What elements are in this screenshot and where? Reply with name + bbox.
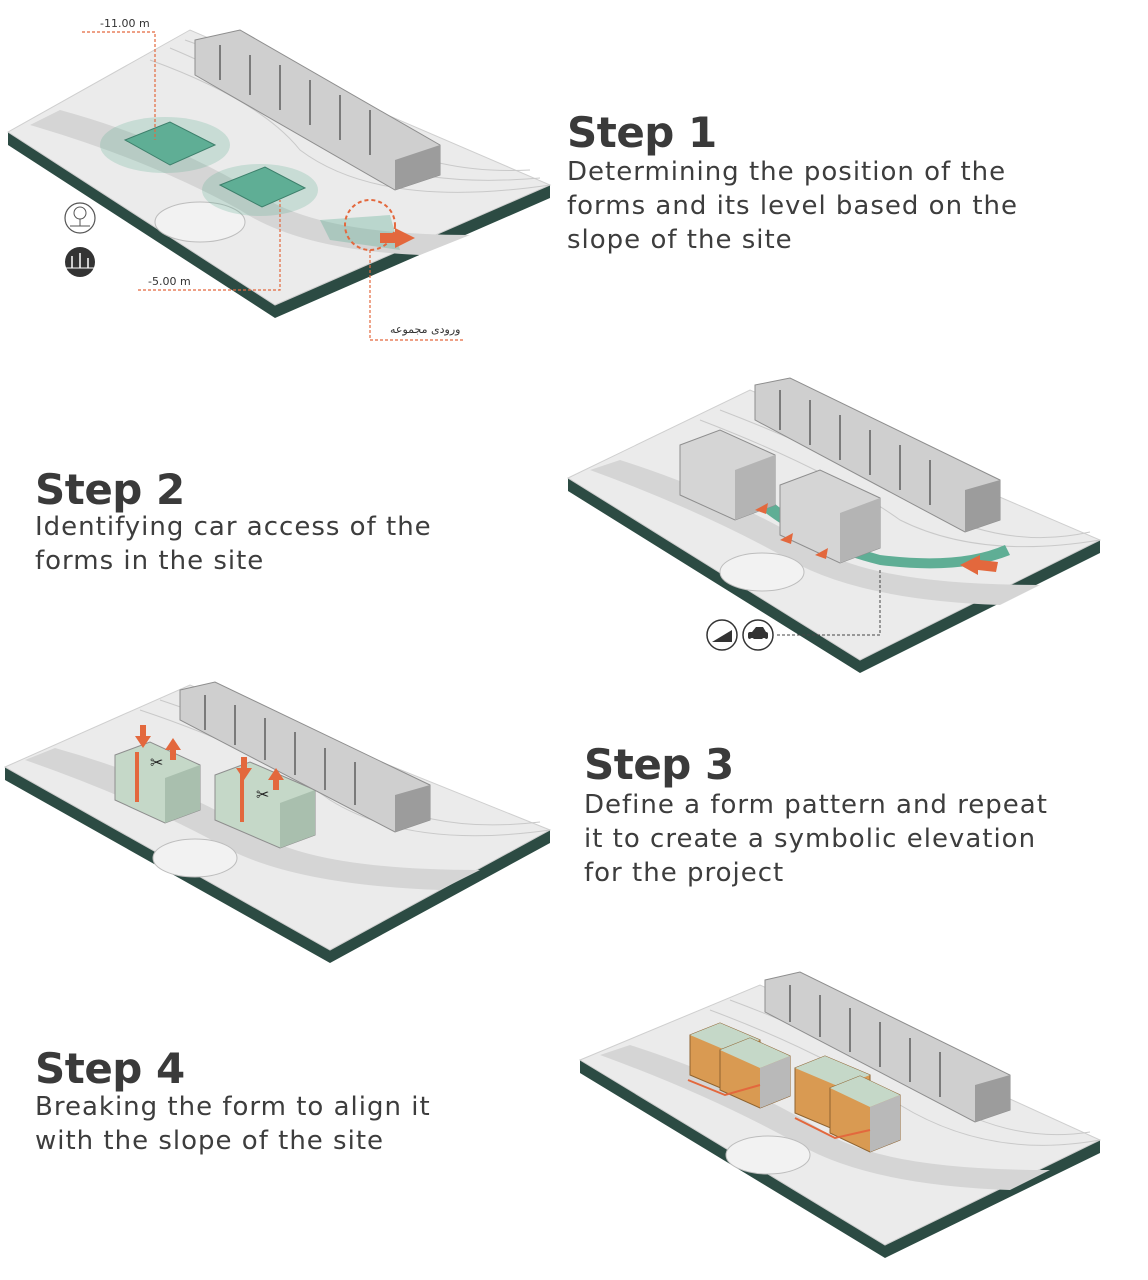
- step1-title: Step 1: [567, 108, 717, 157]
- step2-panel: Step 2 Identifying car access of the for…: [0, 360, 1148, 680]
- car-icon: [742, 619, 774, 651]
- roundabout: [152, 838, 238, 878]
- up-arrow-2: [268, 768, 284, 790]
- scissors-icon: ✂: [150, 753, 163, 772]
- form-block-2: [779, 469, 881, 564]
- access-arrow-2: [780, 533, 793, 544]
- level-top-label: -11.00 m: [100, 17, 150, 30]
- down-arrow-1: [135, 725, 151, 748]
- alignment-arrows-1: [687, 1079, 761, 1097]
- form-pad-2: [218, 166, 307, 208]
- step3-title: Step 3: [584, 740, 734, 789]
- alignment-arrows-2: [794, 1117, 871, 1140]
- form-pad-1: [123, 121, 217, 166]
- step2-desc-line-2: forms in the site: [35, 546, 265, 576]
- step3-desc-line-1: Define a form pattern and repeat: [584, 790, 1048, 820]
- existing-buildings: [179, 681, 431, 833]
- forest-icon: [65, 247, 95, 277]
- step3-site-model: ✂ ✂: [3, 681, 552, 963]
- site-slab: [5, 767, 550, 963]
- tree-icon: [64, 202, 96, 234]
- form-block-1: [679, 429, 776, 521]
- pattern-block-1: [114, 741, 201, 824]
- step4-title: Step 4: [35, 1044, 185, 1093]
- site-slab: [580, 1060, 1100, 1258]
- step1-panel: -11.00 m -5.00 m ورودی مجموعه Step 1 Det…: [0, 0, 1148, 350]
- slope-icon: [706, 619, 738, 651]
- step2-site-model: [566, 377, 1102, 673]
- down-arrow-2: [236, 757, 252, 780]
- step3-desc-line-3: for the project: [584, 858, 785, 888]
- scissors-icon: ✂: [256, 785, 269, 804]
- roundabout: [154, 201, 246, 243]
- entrance-label: ورودی مجموعه: [390, 323, 460, 336]
- step1-desc-line-2: forms and its level based on the: [567, 191, 1018, 221]
- access-arrow-1: [755, 503, 768, 514]
- step1-desc-line-1: Determining the position of the: [567, 157, 1007, 187]
- step1-desc-line-3: slope of the site: [567, 225, 793, 255]
- step4-site-model: [578, 971, 1102, 1258]
- roundabout: [725, 1135, 811, 1175]
- roundabout: [719, 552, 805, 592]
- pattern-block-2: [214, 761, 316, 849]
- step4-panel: Step 4 Breaking the form to align it wit…: [0, 960, 1148, 1280]
- step2-desc-line-1: Identifying car access of the: [35, 512, 432, 542]
- step4-desc-line-2: with the slope of the site: [35, 1126, 385, 1156]
- access-arrow-3: [815, 548, 828, 559]
- step1-site-model: -11.00 m -5.00 m ورودی مجموعه: [7, 17, 552, 341]
- entrance-arrow: [380, 228, 415, 248]
- access-arrow-main: [960, 555, 998, 575]
- step4-desc-line-1: Breaking the form to align it: [35, 1092, 431, 1122]
- level-bottom-label: -5.00 m: [148, 275, 191, 288]
- step3-panel: ✂ ✂ Step 3 Define a form pattern and rep…: [0, 670, 1148, 970]
- existing-buildings: [754, 377, 1001, 533]
- up-arrow-1: [165, 738, 181, 760]
- existing-buildings: [764, 971, 1011, 1123]
- step2-title: Step 2: [35, 465, 185, 514]
- broken-form-2: [794, 1055, 901, 1153]
- existing-buildings: [194, 29, 441, 191]
- step3-desc-line-2: it to create a symbolic elevation: [584, 824, 1037, 854]
